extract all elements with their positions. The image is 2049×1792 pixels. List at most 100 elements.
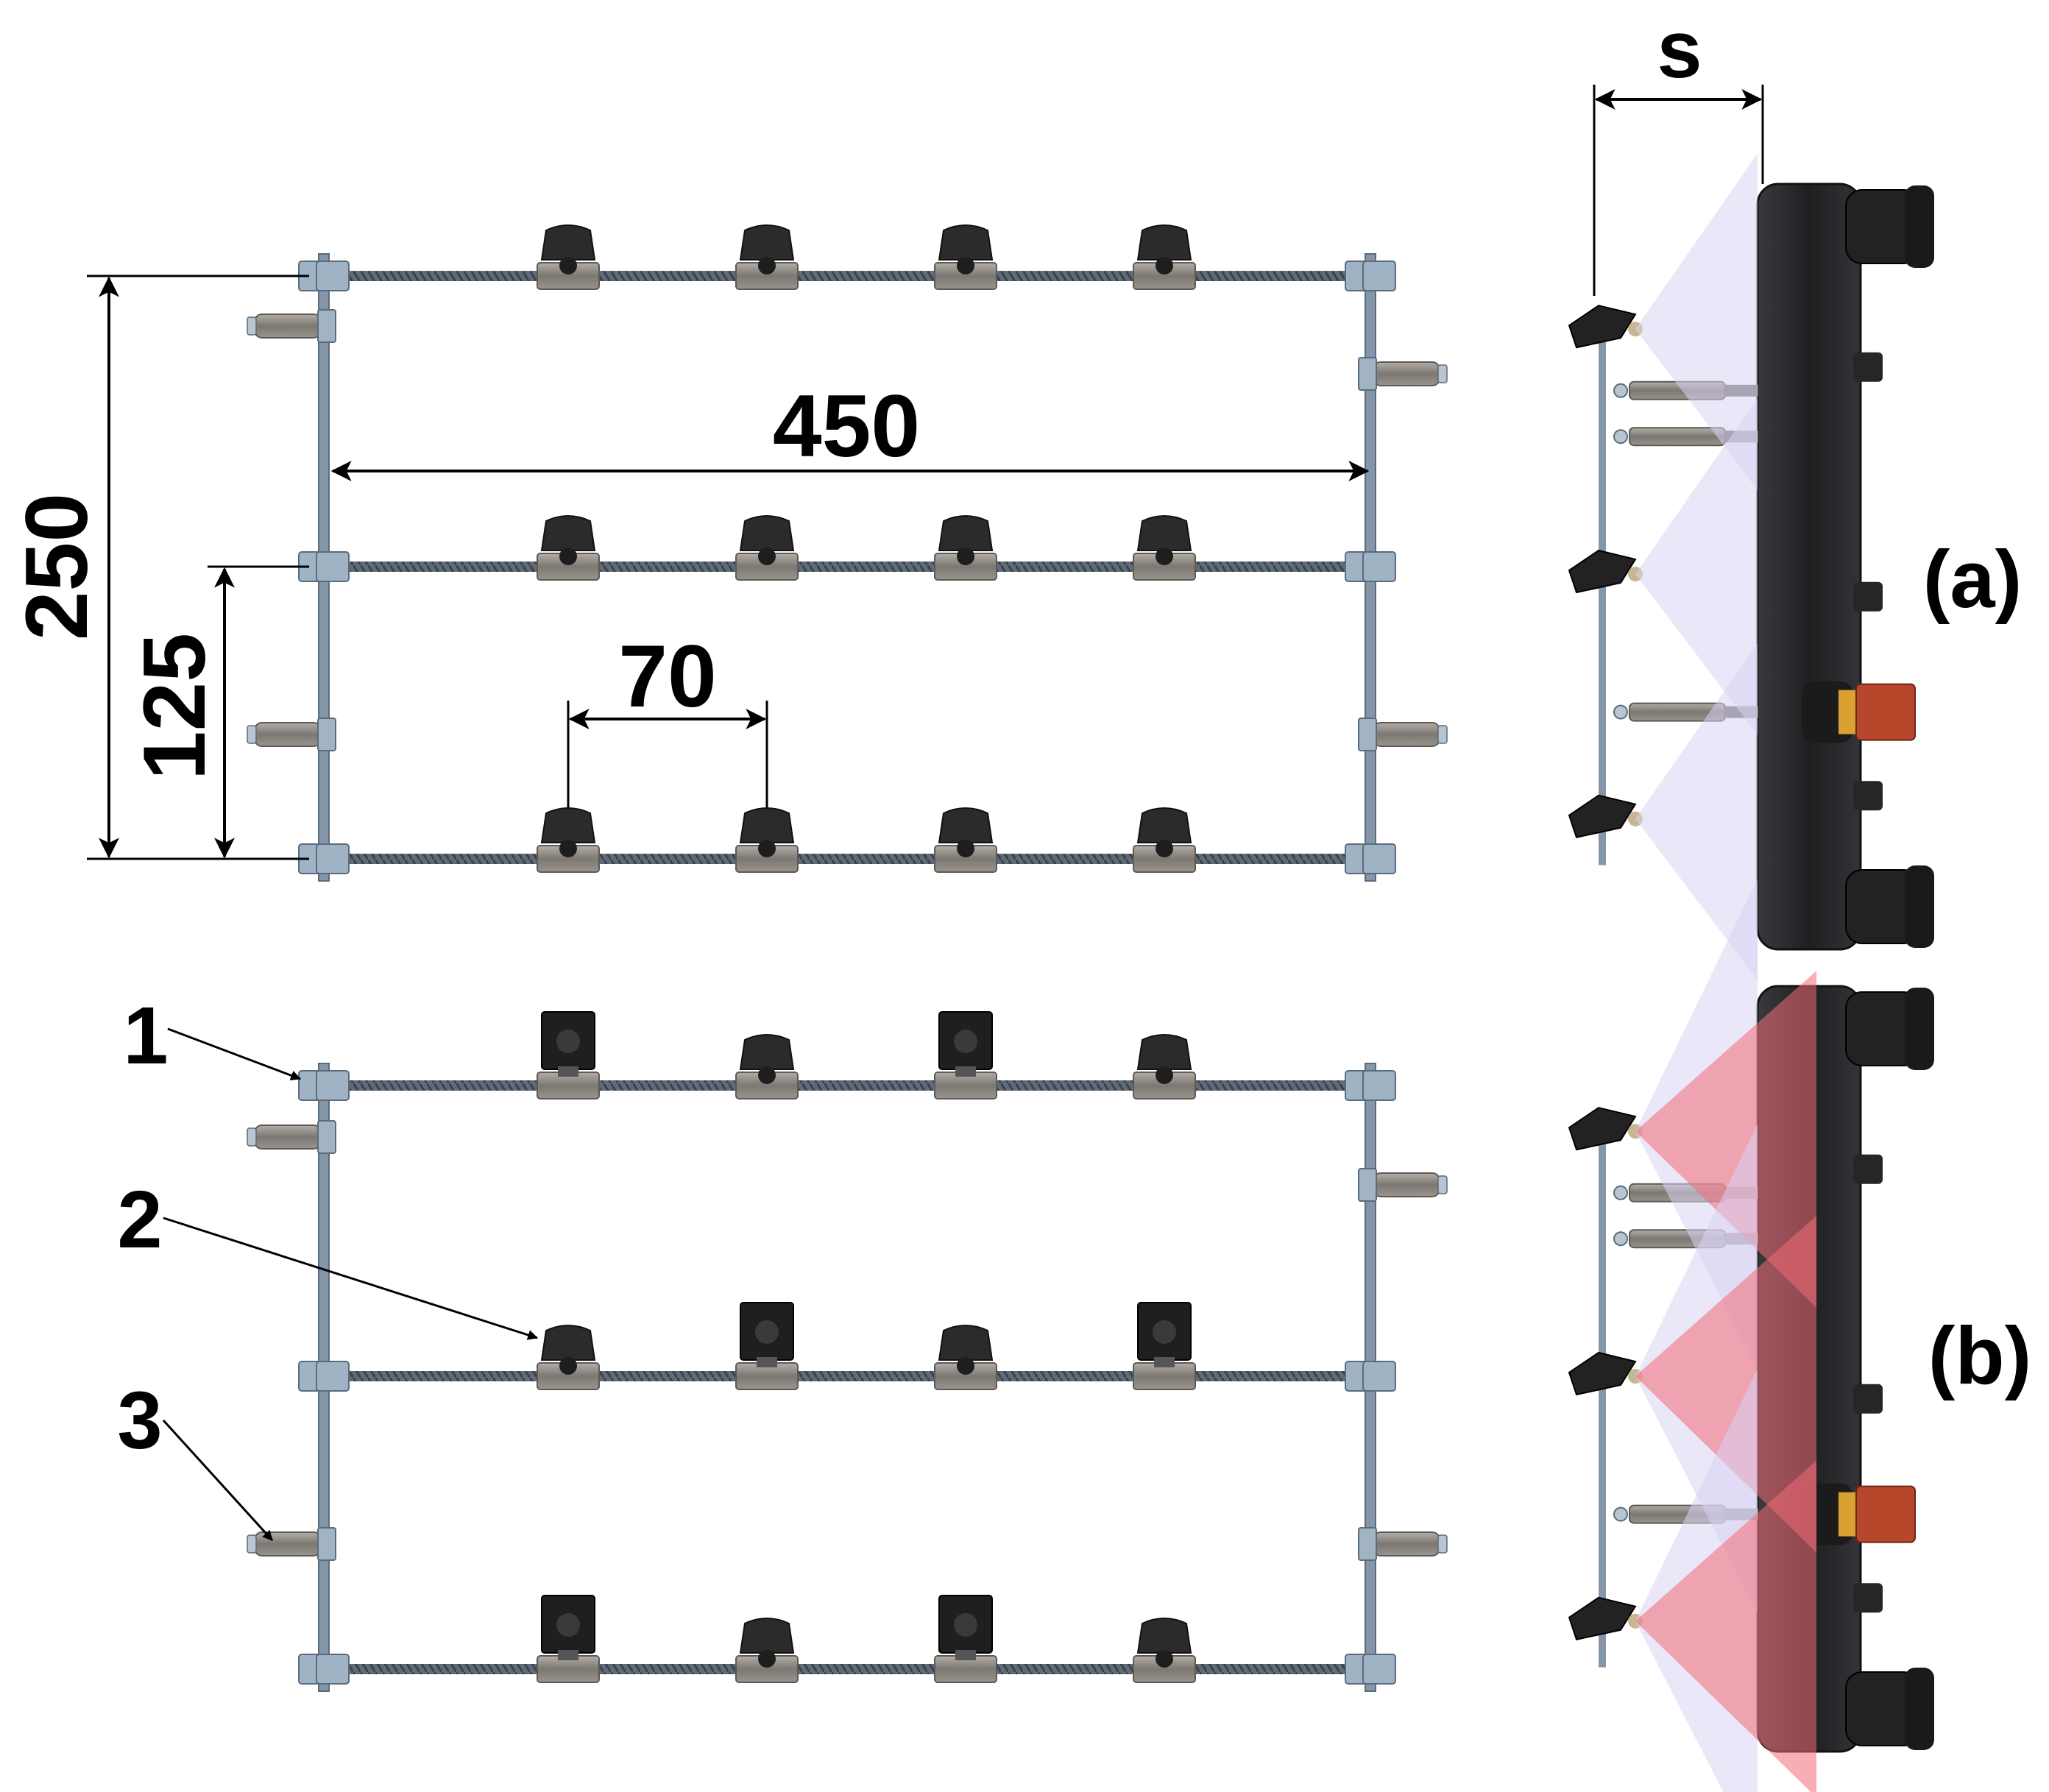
brass-nut xyxy=(1839,690,1858,734)
rod-bolt-left-inner-2 xyxy=(316,551,350,582)
housing-tab-3 xyxy=(1853,781,1883,811)
side-nozzle-2 xyxy=(1568,549,1637,594)
side-fitting-3-tip xyxy=(1437,364,1448,383)
nozzle-r1-4 xyxy=(1133,224,1196,290)
housing-tab-1 xyxy=(1853,352,1883,382)
top-port-cap xyxy=(1905,185,1934,268)
nozzle-r1-2-tip xyxy=(758,257,776,275)
nozzle-r2-4 xyxy=(1133,515,1196,581)
nozzle-r3-1-tip xyxy=(559,840,577,857)
brass-nut xyxy=(1839,1492,1858,1537)
nozzle-r1-1-tip xyxy=(559,257,577,275)
rod-bolt-right-3 xyxy=(1362,1654,1396,1685)
side-fitting-4-clamp xyxy=(1358,1527,1377,1561)
nozzle-r1-3-stem xyxy=(955,1066,976,1077)
side-nozzle-1 xyxy=(1568,305,1637,349)
nozzle-r3-1-cap xyxy=(540,807,596,843)
rod-bolt-right-1 xyxy=(1362,261,1396,291)
nozzle-r3-3 xyxy=(934,807,997,873)
mounting-rod xyxy=(1599,314,1606,865)
red-fitting xyxy=(1855,1485,1916,1543)
nozzle-r1-2-cap xyxy=(739,1034,795,1070)
nozzle-r1-1-stem xyxy=(558,1066,578,1077)
nozzle-r3-2-tip xyxy=(758,1650,776,1668)
side-fitting-1-tip xyxy=(247,1127,257,1147)
nozzle-r1-4-cap xyxy=(1136,224,1192,261)
spray-cone-red-1 xyxy=(1635,971,1816,1308)
rod-bolt-left-inner-1 xyxy=(316,261,350,291)
nozzle-r3-2-cap xyxy=(739,1618,795,1654)
threaded-rod-3 xyxy=(316,1664,1378,1674)
nozzle-r1-3 xyxy=(934,1011,997,1099)
side-fitting-2-tip xyxy=(247,1534,257,1554)
threaded-rod-2 xyxy=(316,562,1378,572)
side-view-a xyxy=(1568,153,1934,980)
nozzle-r3-1-stem xyxy=(558,1650,578,1660)
nozzle-r2-2-cap xyxy=(739,515,795,551)
nozzle-r2-2 xyxy=(735,515,799,581)
side-fitting-3-clamp xyxy=(1358,357,1377,391)
side-fitting-2-clamp xyxy=(317,718,336,751)
nozzle-r2-2-port xyxy=(755,1320,779,1344)
rod-bolt-right-2 xyxy=(1362,551,1396,582)
top-port-cap xyxy=(1905,988,1934,1070)
side-fitting-2 xyxy=(254,1531,322,1557)
nozzle-r3-3 xyxy=(934,1595,997,1683)
side-nozzle-3 xyxy=(1568,794,1637,838)
side-fitting-3-clamp xyxy=(1358,1168,1377,1202)
threaded-rod-3 xyxy=(316,854,1378,864)
standoff-nut-1 xyxy=(1613,1185,1628,1200)
nozzle-r1-4-cap xyxy=(1136,1034,1192,1070)
red-fitting xyxy=(1855,683,1916,741)
nozzle-r2-4-cap xyxy=(1136,515,1192,551)
nozzle-r2-3-cap xyxy=(938,515,994,551)
spacing-dimension-label: 70 xyxy=(618,627,716,726)
nozzle-r1-1-port xyxy=(556,1030,580,1053)
nozzle-r2-2 xyxy=(735,1302,799,1390)
nozzle-r3-2-tip xyxy=(758,840,776,857)
side-nozzle-2 xyxy=(1568,1351,1637,1396)
panel-label-a: (a) xyxy=(1923,534,2022,625)
nozzle-r2-1-tip xyxy=(559,1357,577,1375)
dimension-annotations: 450 250 125 70 s xyxy=(7,4,1764,860)
nozzle-r3-1-port xyxy=(556,1613,580,1637)
width-dimension-label: 450 xyxy=(773,377,920,475)
nozzle-r3-2 xyxy=(735,807,799,873)
mounting-rod xyxy=(1599,1116,1606,1668)
spray-cone-red-3 xyxy=(1635,1460,1816,1792)
side-fitting-1-clamp xyxy=(317,309,336,343)
side-fitting-3 xyxy=(1373,1172,1440,1197)
nozzle-r2-1-tip xyxy=(559,548,577,565)
standoff-nut-2 xyxy=(1613,429,1628,445)
nozzle-r1-1 xyxy=(537,1011,600,1099)
rod-bolt-right-1 xyxy=(1362,1070,1396,1101)
housing-tab-2 xyxy=(1853,581,1883,612)
side-nozzle-1 xyxy=(1568,1107,1637,1151)
nozzle-r2-1 xyxy=(537,1325,600,1390)
threaded-rod-1 xyxy=(316,1080,1378,1091)
housing-tab-2 xyxy=(1853,1384,1883,1414)
housing-tab-3 xyxy=(1853,1583,1883,1613)
nozzle-r1-3 xyxy=(934,224,997,290)
nozzle-r1-1-cap xyxy=(540,224,596,261)
front-view-b xyxy=(247,1011,1448,1692)
standoff-2 xyxy=(1629,427,1726,447)
side-fitting-4-tip xyxy=(1437,725,1448,744)
threaded-rod-2 xyxy=(316,1371,1378,1381)
side-fitting-4 xyxy=(1373,1531,1440,1557)
nozzle-r1-4 xyxy=(1133,1034,1196,1099)
side-fitting-1-clamp xyxy=(317,1120,336,1154)
nozzle-r3-3-stem xyxy=(955,1650,976,1660)
nozzle-r3-2 xyxy=(735,1618,799,1683)
panel-label-b: (b) xyxy=(1928,1311,2031,1401)
standoff-nut-3 xyxy=(1613,1506,1628,1522)
callout-2: 2 xyxy=(117,1175,162,1265)
nozzle-r2-4 xyxy=(1133,1302,1196,1390)
spray-cone-light-1 xyxy=(1635,153,1758,490)
nozzle-r1-2-tip xyxy=(758,1066,776,1084)
callout-1-leader xyxy=(167,1027,302,1081)
nozzle-r3-4-tip xyxy=(1156,1650,1173,1668)
nozzle-r1-2 xyxy=(735,1034,799,1099)
side-fitting-4 xyxy=(1373,722,1440,747)
height-dimension-label: 250 xyxy=(7,493,106,640)
